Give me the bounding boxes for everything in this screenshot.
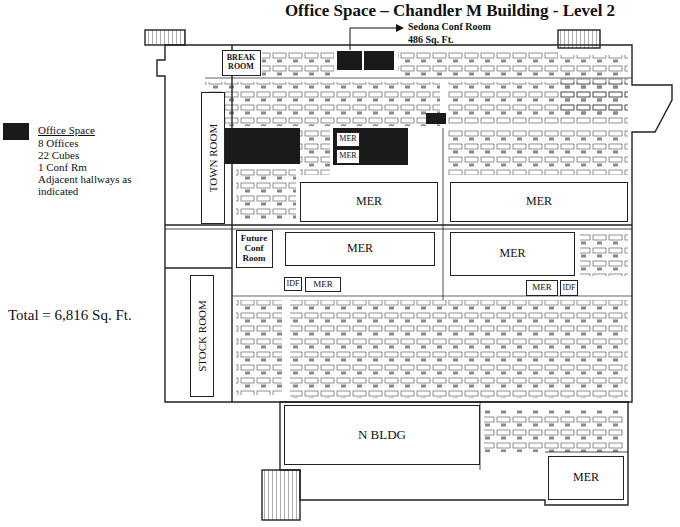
- room-box: MER: [450, 182, 628, 222]
- plan-note: 22 Cubes: [38, 149, 79, 161]
- room-label: MER: [356, 195, 382, 208]
- room-label: IDF: [563, 284, 576, 293]
- room-label: TOWN ROOM: [207, 124, 219, 193]
- room-box: IDF: [560, 280, 578, 296]
- office-space-areas: [217, 51, 446, 165]
- room-label: MER: [573, 471, 599, 484]
- room-label: MER: [499, 247, 525, 260]
- room-box: MER: [300, 182, 438, 222]
- room-label: MER: [347, 242, 373, 255]
- plan-note: 8 Offices: [38, 137, 78, 149]
- legend-text: Office Space: [38, 124, 95, 136]
- cubicle-areas: [205, 50, 628, 452]
- room-label: Future Conf Room: [238, 234, 271, 264]
- room-box: MER: [336, 132, 360, 147]
- room-box: TOWN ROOM: [201, 92, 225, 224]
- room-label: STOCK ROOM: [196, 300, 208, 372]
- legend-swatch: [3, 123, 29, 140]
- sedona-leader: [350, 24, 404, 50]
- room-box: MER: [285, 232, 435, 266]
- room-box: MER: [305, 277, 341, 292]
- room-label: IDF: [287, 280, 300, 289]
- plan-note: Total = 6,816 Sq. Ft.: [8, 307, 132, 324]
- plan-note: Adjacent hallways as indicated: [38, 173, 150, 197]
- room-box: BREAK ROOM: [222, 50, 261, 76]
- room-label: MER: [532, 283, 552, 293]
- room-box: Future Conf Room: [236, 230, 273, 268]
- plan-note: 486 Sq. Ft.: [408, 34, 454, 45]
- plan-note: Sedona Conf Room: [408, 21, 491, 32]
- room-box: N BLDG: [284, 405, 480, 465]
- room-box: IDF: [284, 277, 302, 291]
- plan-note: 1 Conf Rm: [38, 161, 87, 173]
- room-label: MER: [313, 280, 333, 290]
- room-box: MER: [526, 280, 558, 296]
- room-box: MER: [548, 456, 624, 500]
- room-box: MER: [336, 149, 360, 164]
- room-label: BREAK ROOM: [224, 54, 259, 72]
- building-walls: [145, 30, 672, 520]
- room-box: MER: [450, 232, 575, 276]
- room-box: STOCK ROOM: [190, 275, 214, 397]
- room-label: MER: [526, 195, 552, 208]
- room-label: MER: [339, 152, 356, 161]
- plan-title: Office Space – Chandler M Building - Lev…: [240, 2, 660, 21]
- room-label: MER: [339, 135, 356, 144]
- room-label: N BLDG: [358, 428, 406, 442]
